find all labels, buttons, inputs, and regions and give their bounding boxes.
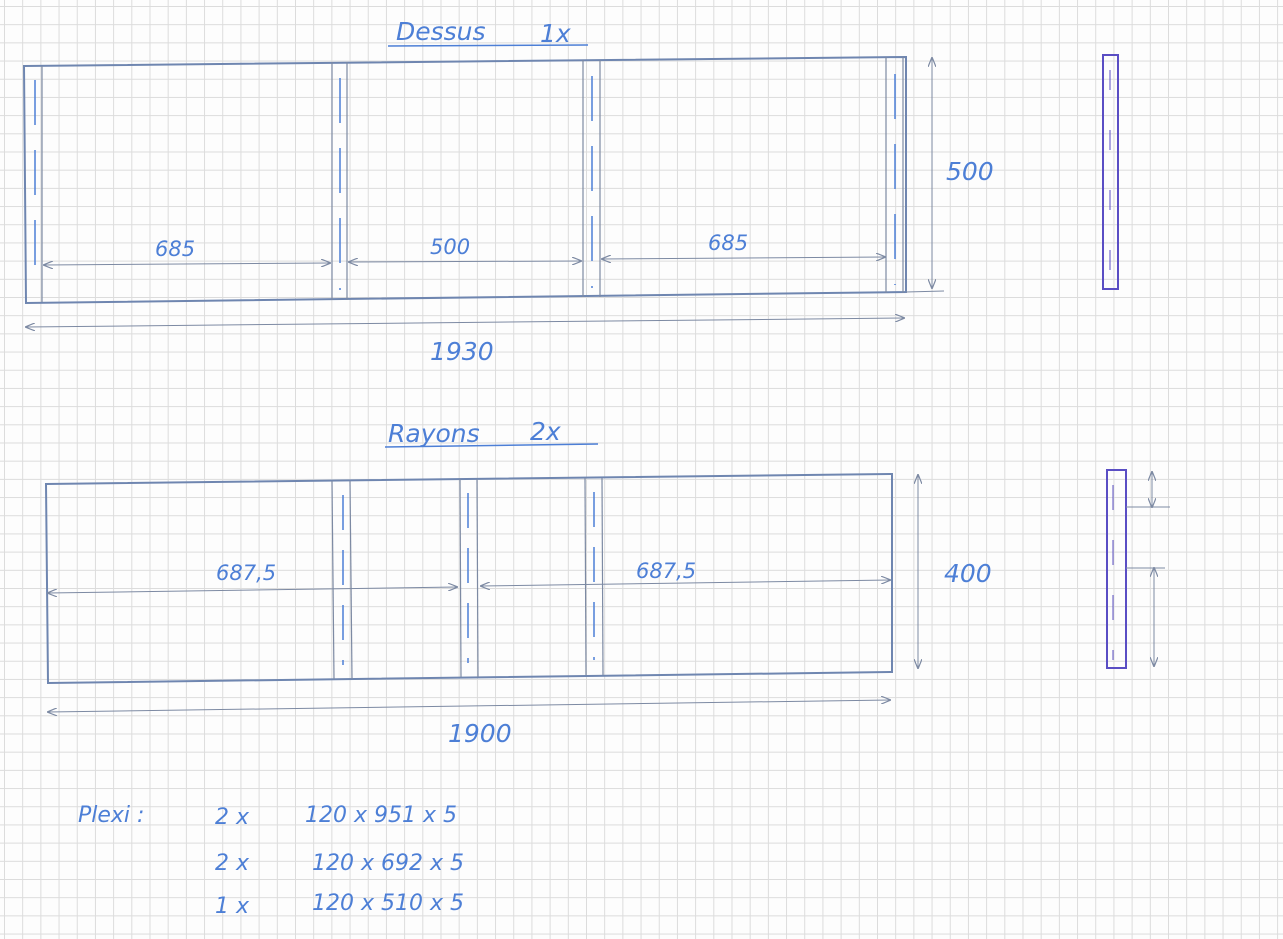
dim-right: 687,5 xyxy=(636,559,696,583)
slot-marks xyxy=(342,492,595,665)
divider-lines xyxy=(41,57,904,302)
dim-width: 1930 xyxy=(430,337,494,366)
dimension-lines xyxy=(48,475,918,712)
shelves-quantity: 2x xyxy=(530,417,561,446)
dim-right: 685 xyxy=(708,231,748,255)
dim-middle: 500 xyxy=(430,235,470,259)
plexi-qty: 1 x xyxy=(215,894,250,919)
plexi-size: 120 x 692 x 5 xyxy=(312,851,464,876)
plexi-size: 120 x 951 x 5 xyxy=(305,803,457,828)
dimension-lines xyxy=(26,58,932,327)
top-panel-drawing: Dessus 1x 685 500 685 500 1930 xyxy=(22,17,1119,366)
top-panel-quantity: 1x xyxy=(540,19,571,48)
shelf-outline xyxy=(44,472,893,685)
dim-left: 687,5 xyxy=(216,561,276,585)
plexi-list: Plexi : 2 x 120 x 951 x 5 2 x 120 x 692 … xyxy=(78,803,464,919)
title-underline xyxy=(387,44,589,47)
dim-width: 1900 xyxy=(448,719,512,748)
plexi-size: 120 x 510 x 5 xyxy=(312,891,464,916)
shelves-title: Rayons xyxy=(388,419,480,448)
plexi-qty: 2 x xyxy=(215,851,250,876)
dim-height: 500 xyxy=(946,157,994,186)
slot-marks xyxy=(34,74,896,290)
top-panel-outline xyxy=(22,55,907,305)
top-panel-title: Dessus xyxy=(396,17,486,46)
top-panel-side-view xyxy=(1102,54,1119,290)
shelf-side-view xyxy=(1106,469,1127,669)
dim-height: 400 xyxy=(944,559,992,588)
plexi-label: Plexi : xyxy=(78,803,144,828)
shelves-drawing: Rayons 2x 687,5 687,5 400 1900 xyxy=(44,417,1170,748)
plexi-qty: 2 x xyxy=(215,805,250,830)
dim-left: 685 xyxy=(155,237,195,261)
